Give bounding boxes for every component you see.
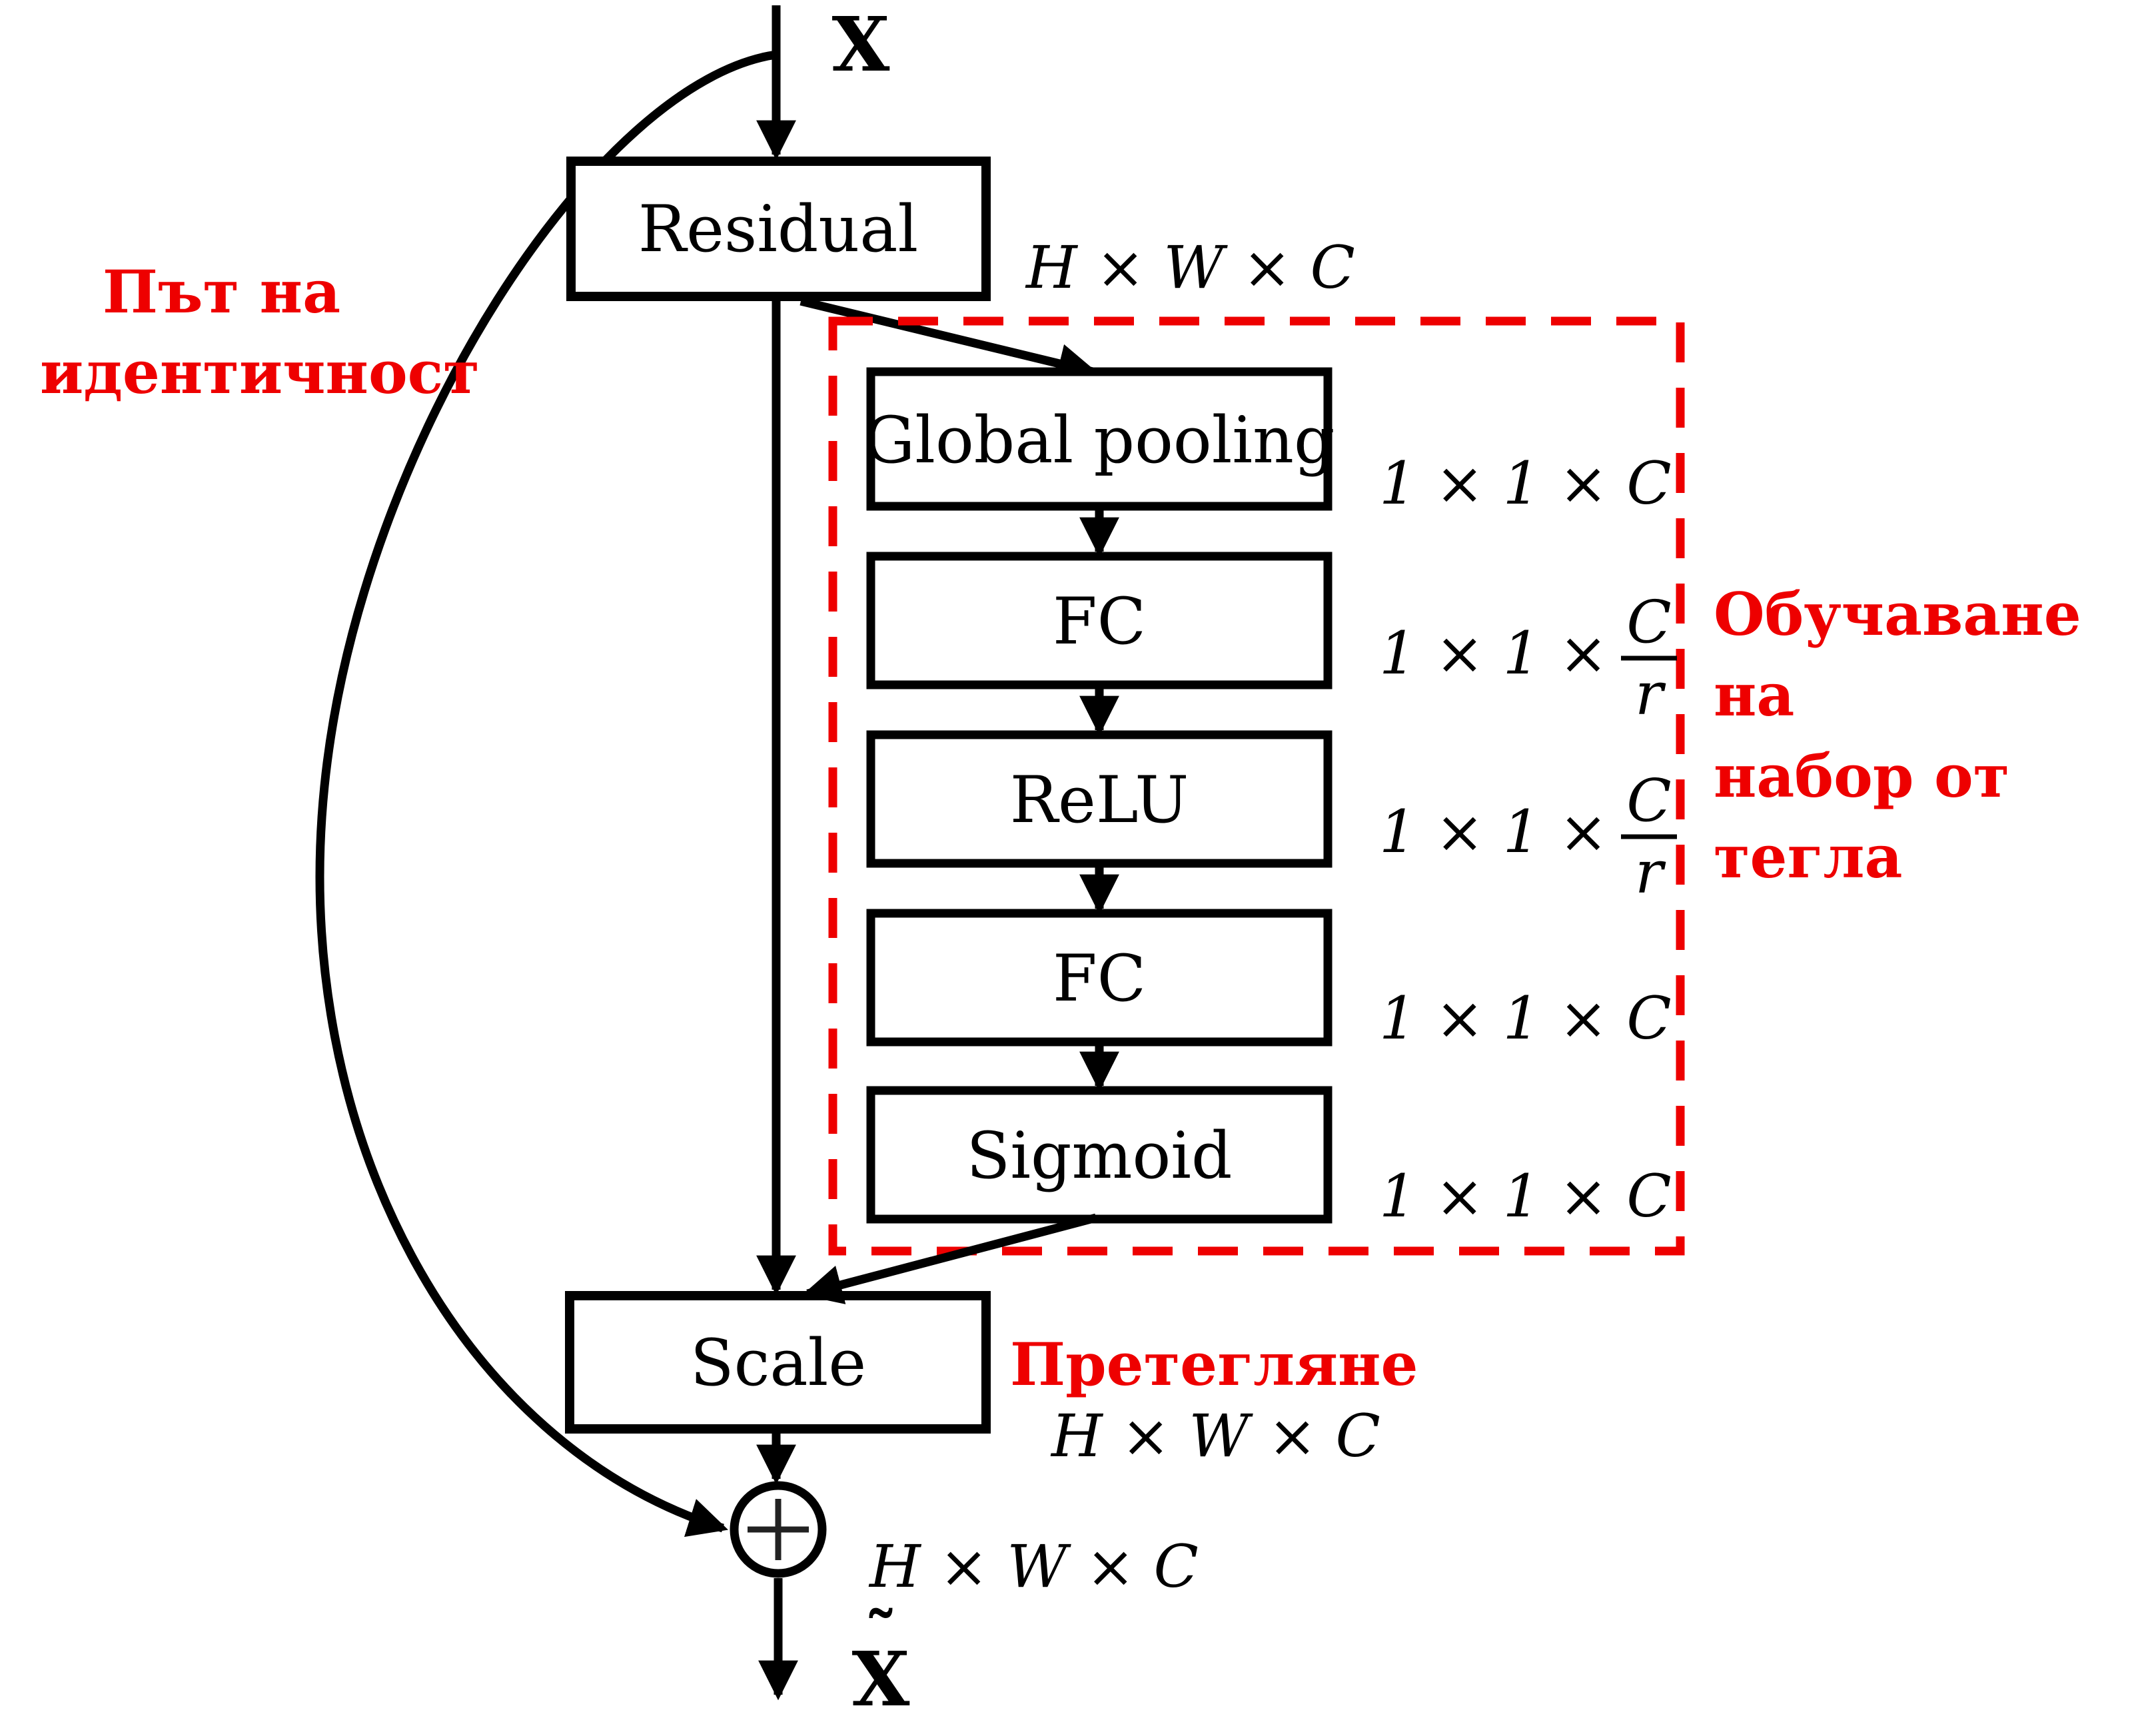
relu-label: ReLU xyxy=(1009,763,1189,837)
residual-label: Residual xyxy=(638,192,919,266)
identity-path-annotation-line2: идентичност xyxy=(40,338,480,408)
weighting-annotation: Претегляне xyxy=(1010,1330,1418,1399)
fc1-dim-prefix: 1 × 1 × xyxy=(1379,618,1608,687)
fc1-dim-numerator: C xyxy=(1621,593,1677,661)
scale-label: Scale xyxy=(690,1326,867,1400)
training-annotation-line2: набор от тегла xyxy=(1714,741,2010,892)
global-pooling-label: Global pooling xyxy=(863,403,1335,478)
plus-icon xyxy=(748,1499,809,1560)
training-annotation-line1: Обучаване на xyxy=(1714,580,2081,730)
training-region-dashed-box xyxy=(828,316,1685,1256)
sigmoid-label: Sigmoid xyxy=(966,1118,1233,1193)
output-label: ˜X xyxy=(852,1604,910,1717)
identity-path-annotation-line1: Път на xyxy=(102,257,341,326)
output-label-tilde: ˜ xyxy=(864,1598,897,1677)
relu-dim-prefix: 1 × 1 × xyxy=(1379,797,1608,866)
fc2-label: FC xyxy=(1052,941,1147,1016)
residual-dim-label: H × W × C xyxy=(1026,233,1355,302)
input-label: X xyxy=(831,1,890,89)
residual-box xyxy=(566,157,991,301)
global-pooling-dim-label: 1 × 1 × C xyxy=(1379,449,1672,518)
fc1-label: FC xyxy=(1052,584,1147,659)
output-label-x: X xyxy=(851,1636,910,1723)
sum-dim-label: H × W × C xyxy=(869,1532,1199,1601)
residual-to-pooling-arrow xyxy=(800,296,1099,383)
training-annotation: Обучаване на набор от тегла xyxy=(1714,574,2142,898)
global-pooling-box xyxy=(866,367,1333,511)
relu-dim-numerator: C xyxy=(1621,771,1677,839)
output-label-base: ˜X xyxy=(852,1604,910,1717)
fc1-dim-denominator: r xyxy=(1635,659,1664,728)
fc2-dim-label: 1 × 1 × C xyxy=(1379,984,1672,1053)
identity-path-annotation: Път на идентичност xyxy=(40,252,480,414)
scale-dim-label: H × W × C xyxy=(1051,1402,1380,1470)
relu-dim-denominator: r xyxy=(1635,837,1664,907)
sigmoid-dim-label: 1 × 1 × C xyxy=(1379,1162,1672,1230)
sigmoid-to-scale-arrow xyxy=(802,1213,1097,1304)
scale-box xyxy=(565,1291,991,1434)
